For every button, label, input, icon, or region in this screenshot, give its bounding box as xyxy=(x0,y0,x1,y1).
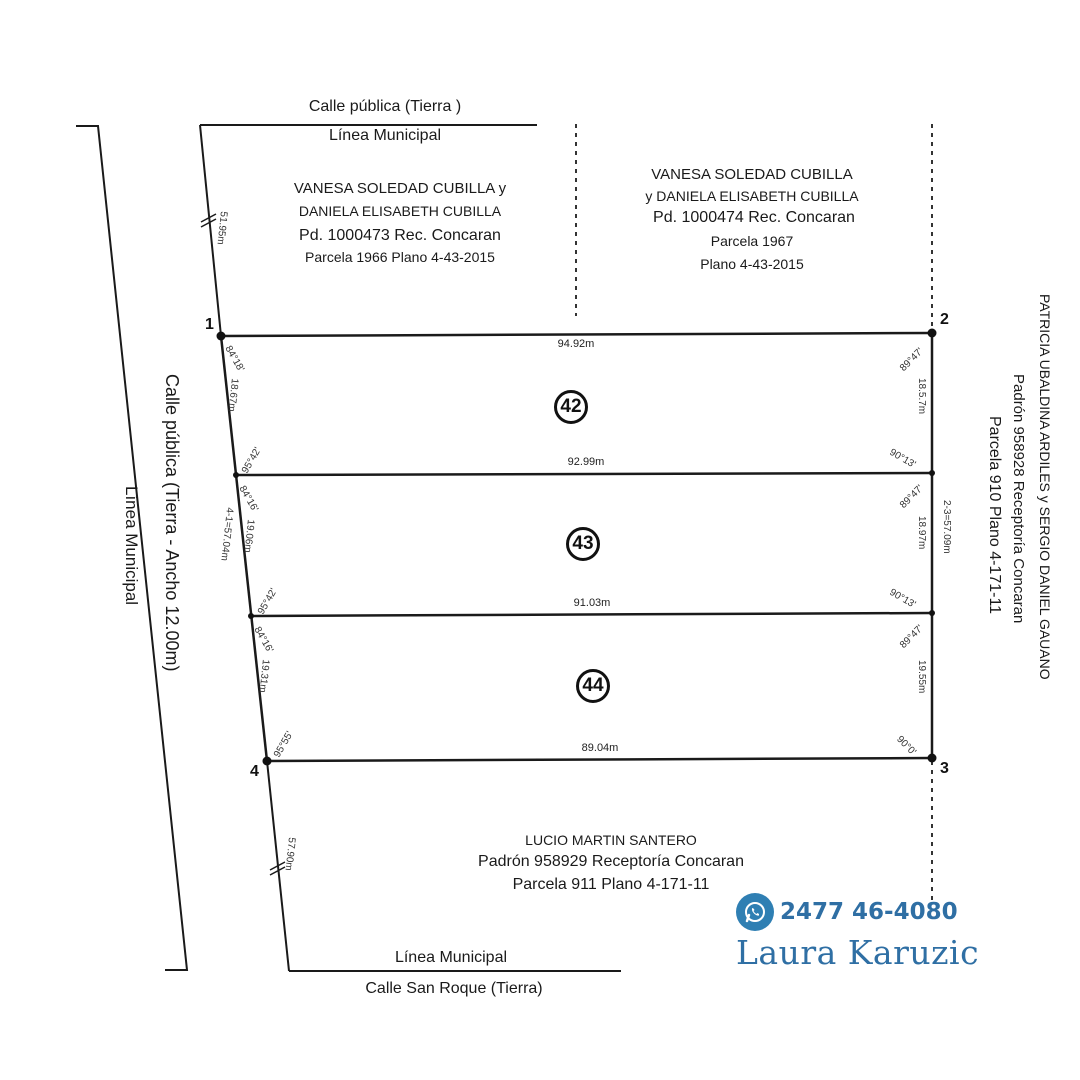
lot-43-badge: 43 xyxy=(566,527,600,561)
lot-42-badge: 42 xyxy=(554,390,588,424)
contact-watermark: 2477 46-4080 Laura Karuzic xyxy=(736,893,979,972)
top-municipal-line-label: Línea Municipal xyxy=(328,127,442,144)
neighbor-top-right-line3: Pd. 1000474 Rec. Concaran xyxy=(653,209,855,226)
vertex-1 xyxy=(216,331,226,341)
dim-top-edge: 94.92m xyxy=(557,338,595,350)
neighbor-top-left-line4: Parcela 1966 Plano 4-43-2015 xyxy=(305,249,495,265)
vertex-3 xyxy=(927,753,937,763)
vertex-2 xyxy=(927,328,937,338)
dim-right-total: 2-3=57.09m xyxy=(941,500,952,554)
neighbor-top-left-line3: Pd. 1000473 Rec. Concaran xyxy=(299,227,501,244)
neighbor-bottom-line1: LUCIO MARTIN SANTERO xyxy=(525,832,697,848)
point-4-label: 4 xyxy=(250,763,259,780)
vertex-4 xyxy=(262,756,272,766)
dim-line-42-43: 92.99m xyxy=(567,456,605,468)
dim-right-44: 19.55m xyxy=(916,660,927,694)
left-municipal-line-label: Línea Municipal xyxy=(122,486,141,606)
neighbor-right-line3: Parcela 910 Plano 4-171-11 xyxy=(986,416,1003,615)
dim-line-43-44: 91.03m xyxy=(573,597,611,609)
lot-line-42-43 xyxy=(235,471,933,477)
neighbor-top-left-line1: VANESA SOLEDAD CUBILLA y xyxy=(293,180,507,197)
neighbor-top-right-line1: VANESA SOLEDAD CUBILLA xyxy=(651,166,853,183)
dim-right-42: 18.5.7m xyxy=(916,378,927,415)
neighbor-top-left-line2: DANIELA ELISABETH CUBILLA xyxy=(298,203,502,219)
neighbor-right-line1: PATRICIA UBALDINA ARDILES y SERGIO DANIE… xyxy=(1037,294,1053,680)
lot-line-43-44 xyxy=(250,611,933,618)
bottom-municipal-line-label: Línea Municipal xyxy=(394,949,508,966)
contact-name: Laura Karuzic xyxy=(736,933,980,972)
left-boundary-lots xyxy=(219,335,269,762)
neighbor-bottom-line3: Parcela 911 Plano 4-171-11 xyxy=(512,876,710,893)
left-municipal-bracket xyxy=(76,125,189,971)
neighbor-bottom-line2: Padrón 958929 Receptoría Concaran xyxy=(478,853,744,870)
top-edge-line xyxy=(220,331,933,338)
phone-row: 2477 46-4080 xyxy=(736,893,979,931)
contact-phone: 2477 46-4080 xyxy=(780,899,958,925)
bottom-street-name: Calle San Roque (Tierra) xyxy=(365,980,543,997)
neighbor-top-right-line2: y DANIELA ELISABETH CUBILLA xyxy=(645,188,859,204)
neighbor-top-right-line5: Plano 4-43-2015 xyxy=(700,256,804,272)
point-1-label: 1 xyxy=(205,316,214,333)
dim-right-43: 18.97m xyxy=(916,516,927,550)
point-2-label: 2 xyxy=(940,311,949,328)
bottom-edge-line xyxy=(266,756,933,763)
neighbor-top-right-line4: Parcela 1967 xyxy=(710,233,794,249)
dim-bottom-edge: 89.04m xyxy=(581,742,619,754)
left-boundary-upper xyxy=(199,124,222,337)
neighbor-right-line2: Padrón 958928 Receptoría Concaran xyxy=(1010,374,1027,624)
left-street-name: Calle pública (Tierra - Ancho 12.00m) xyxy=(162,374,182,672)
lot-44-badge: 44 xyxy=(576,669,610,703)
point-3-label: 3 xyxy=(940,760,949,777)
whatsapp-icon xyxy=(736,893,774,931)
top-street-name: Calle pública (Tierra ) xyxy=(308,98,462,115)
